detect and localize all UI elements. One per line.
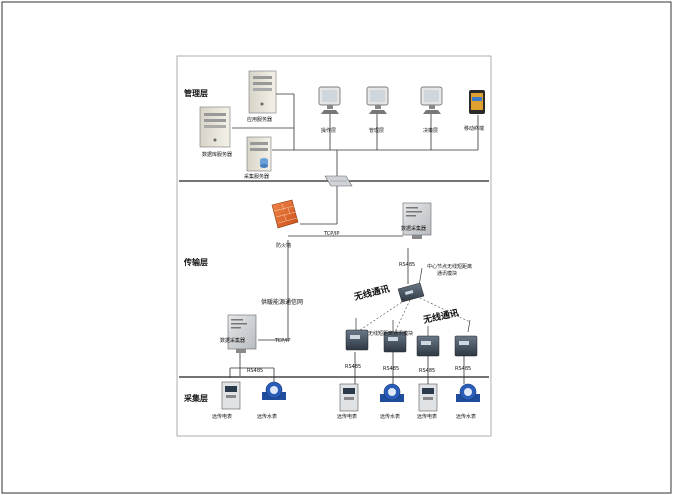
elec-meter-1-label: 远传电表 [212,413,232,420]
elec-meter-3-icon [418,383,438,412]
tcpip-top-label: TCP/IP [323,231,339,237]
mobile-terminal-icon [469,90,485,114]
layer-management: 管理层 [184,88,208,98]
elec-meter-2-icon [339,383,359,412]
rs485-top-label: RS485 [399,262,415,268]
water-meter-2-icon [380,383,404,402]
center-node-line2: 通讯模块 [437,270,457,277]
elec-meter-1-icon [221,381,241,410]
water-meter-3-label: 远传水表 [456,413,476,420]
rs485-3-label: RS485 [419,368,435,374]
collection-links [354,352,465,384]
manage-layer-label: 管理层 [369,127,384,134]
water-meter-3-icon [456,383,480,402]
firewall-icon [271,199,299,229]
rs485-2-label: RS485 [383,366,399,372]
center-node-module [397,267,425,303]
water-meter-1-icon [262,381,286,400]
app-server-label: 应用服务器 [247,116,272,123]
firewall-label: 防火墙 [276,242,291,249]
wireless-label-1: 无线通讯 [352,283,391,304]
collect-server-label: 采集服务器 [244,173,269,180]
layer-collection: 采集层 [183,393,208,403]
network-switch [324,175,353,187]
data-collector-right-label: 数据采集器 [401,225,426,232]
short-range-module-1 [345,318,369,351]
app-server [248,70,277,114]
water-meter-1-label: 远传水表 [257,413,277,420]
data-collector-left-label: 数据采集器 [220,337,245,344]
diagram-frame [176,55,492,437]
elec-meter-3-label: 远传电表 [417,413,437,420]
short-range-module-label: 无线短距离通讯模块 [368,330,413,337]
decision-layer-label: 决策层 [423,127,438,134]
wireless-label-2: 无线通讯 [421,307,460,326]
operate-monitor [318,86,341,114]
db-server-label: 数据库服务器 [202,151,232,158]
elec-meter-2-label: 远传电表 [337,413,357,420]
rs485-left-label: RS485 [247,368,263,374]
operate-layer-label: 操作层 [321,127,336,134]
water-meter-2-label: 远传水表 [380,413,400,420]
data-collector-right-icon [402,202,432,239]
rs485-1-label: RS485 [345,364,361,370]
collect-server [246,136,272,172]
transport-links [229,186,409,382]
heating-network-label: 供暖能源通信网 [261,298,303,306]
tcpip-bottom-label: TCP/IP [274,338,290,344]
management-links [232,93,479,176]
rs485-4-label: RS485 [455,366,471,372]
short-range-module-3 [416,326,440,357]
db-server [199,106,231,148]
manage-monitor [366,86,389,114]
decision-monitor [420,86,443,114]
layer-transport: 传输层 [183,257,208,267]
center-node-line1: 中心节点无线短距离 [427,263,472,270]
short-range-module-2 [383,320,407,353]
wireless-links [359,297,471,333]
data-collector-left-icon [227,314,257,353]
short-range-module-4 [454,319,478,357]
mobile-terminal-label: 移动终端 [464,125,484,132]
